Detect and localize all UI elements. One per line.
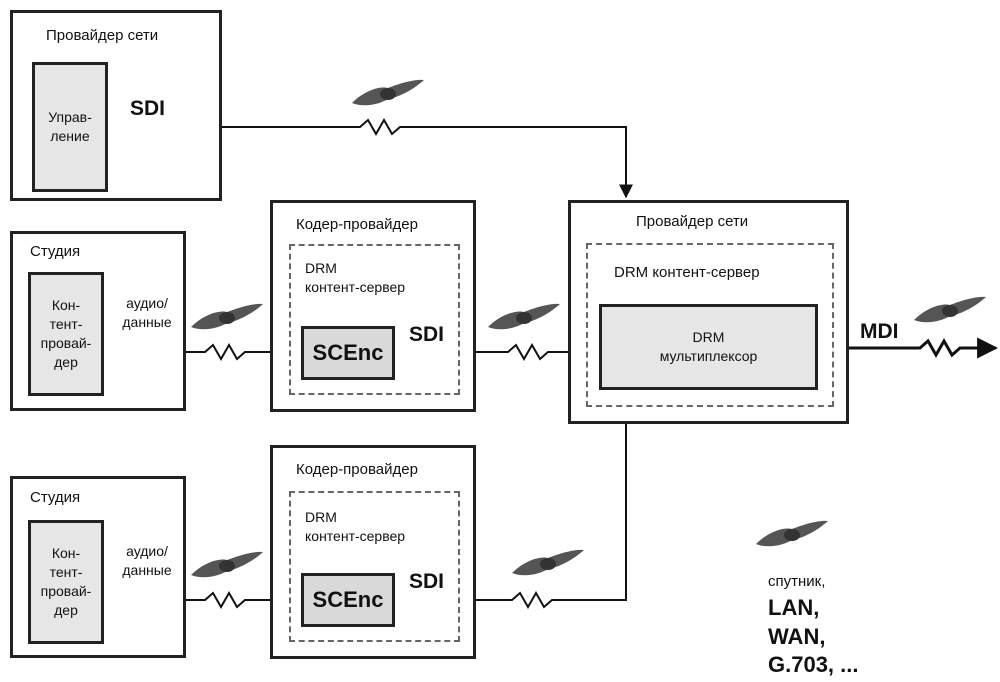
- sdi-label-2: SDI: [409, 570, 445, 593]
- network-provider-top-title: Провайдер сети: [46, 27, 159, 44]
- management-block: Управ- ление: [32, 62, 108, 192]
- satellite-icon: [756, 520, 828, 547]
- satellite-icon: [914, 296, 986, 323]
- drm-content-server-1-label: DRM контент-сервер: [305, 260, 406, 295]
- drm-multiplexer-block: DRM мультиплексор: [599, 304, 818, 390]
- satellite-icon: [352, 79, 424, 106]
- studio-2-title: Студия: [30, 489, 81, 506]
- network-provider-right-title: Провайдер сети: [636, 213, 749, 230]
- sdi-label-1: SDI: [409, 323, 445, 346]
- satellite-icon: [512, 549, 584, 576]
- studio-1-title: Студия: [30, 243, 81, 260]
- legend-wan: WAN,: [768, 624, 826, 649]
- sdi-link-1: [395, 342, 598, 362]
- mdi-link: [818, 337, 999, 359]
- legend-satellite-label: спутник,: [768, 573, 826, 590]
- mdi-label: MDI: [860, 320, 899, 343]
- audio-link-2: [104, 590, 302, 610]
- audio-data-label-1: аудио/ данные: [122, 295, 172, 330]
- drm-content-server-right-label: DRM контент-сервер: [614, 264, 760, 281]
- satellite-icon: [488, 303, 560, 330]
- drm-content-server-right-box: [586, 243, 834, 407]
- encoder-provider-2-title: Кодер-провайдер: [296, 461, 418, 478]
- legend-lan: LAN,: [768, 595, 820, 620]
- content-provider-2-block: Кон- тент- провай- дер: [28, 520, 104, 644]
- scenc-2-block: SCEnc: [301, 573, 395, 627]
- drm-content-server-2-box: [289, 491, 460, 642]
- encoder-provider-1-title: Кодер-провайдер: [296, 216, 418, 233]
- drm-content-server-2-label: DRM контент-сервер: [305, 509, 406, 544]
- audio-data-label-2: аудио/ данные: [122, 543, 172, 578]
- sdi-label-top: SDI: [130, 97, 166, 120]
- satellite-icon: [191, 551, 263, 578]
- content-provider-1-block: Кон- тент- провай- дер: [28, 272, 104, 396]
- sdi-link-top: [108, 117, 633, 199]
- drm-content-server-1-box: [289, 244, 460, 395]
- sdi-link-2: [395, 389, 633, 610]
- legend-g703: G.703, ...: [768, 652, 859, 677]
- audio-link-1: [104, 342, 302, 362]
- scenc-1-block: SCEnc: [301, 326, 395, 380]
- satellite-icon: [191, 303, 263, 330]
